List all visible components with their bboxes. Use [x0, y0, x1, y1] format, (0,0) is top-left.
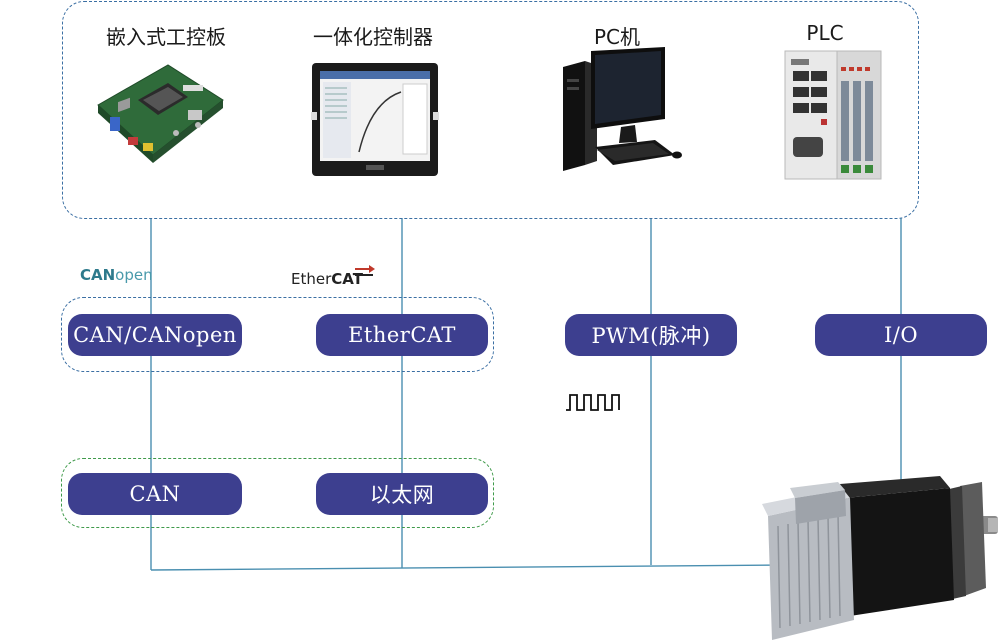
canopen-logo: CANopen	[80, 266, 153, 284]
integrated-controller-icon	[311, 63, 439, 176]
servo-motor-icon	[762, 476, 998, 640]
network-group	[61, 458, 494, 528]
embedded-board-icon	[97, 64, 224, 163]
device-label-embedded: 嵌入式工控板	[106, 25, 226, 49]
ethernet-interface: 以太网	[316, 473, 488, 515]
plc-icon	[784, 50, 882, 180]
pc-icon	[563, 47, 682, 171]
device-label-controller: 一体化控制器	[313, 25, 433, 49]
wire-bus	[150, 564, 791, 571]
can-interface: CAN	[68, 473, 242, 515]
ethercat-logo: EtherCAT	[291, 270, 363, 288]
device-label-pc: PC机	[593, 25, 641, 49]
device-group	[62, 1, 919, 219]
pulse-waveform-icon	[566, 394, 620, 411]
device-label-plc: PLC	[806, 21, 844, 45]
fieldbus-group	[61, 297, 494, 372]
pwm-interface: PWM(脉冲)	[565, 314, 737, 356]
io-interface: I/O	[815, 314, 987, 356]
ethercat-interface: EtherCAT	[316, 314, 488, 356]
canopen-interface: CAN/CANopen	[68, 314, 242, 356]
ethercat-arrow-icon	[355, 265, 375, 276]
